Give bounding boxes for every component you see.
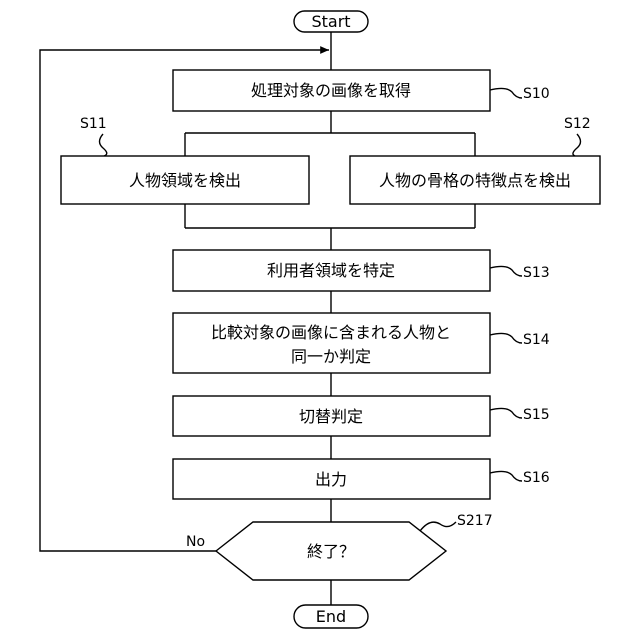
- step-s10-ref: S10: [523, 86, 550, 102]
- step-s16-label: 出力: [315, 470, 347, 489]
- step-s15-label: 切替判定: [299, 407, 363, 426]
- step-s13-label: 利用者領域を特定: [267, 261, 395, 280]
- step-s16-ref-leader: [490, 471, 522, 481]
- step-s10-ref-leader: [490, 88, 522, 98]
- decision-label: 終了？: [307, 542, 355, 561]
- step-s12-label: 人物の骨格の特徴点を検出: [379, 171, 571, 190]
- step-s11-ref-leader: [100, 134, 107, 156]
- step-s14-label-line2: 同一か判定: [291, 347, 371, 366]
- step-s12-ref-leader: [573, 134, 581, 156]
- step-s11-ref: S11: [80, 116, 107, 132]
- step-s15-ref-leader: [490, 408, 522, 418]
- step-s12-ref: S12: [564, 116, 591, 132]
- step-s15-ref: S15: [523, 407, 550, 423]
- decision-ref: S217: [457, 513, 493, 529]
- step-s14-ref-leader: [490, 333, 522, 343]
- step-s14-ref: S14: [523, 332, 550, 348]
- start-label: Start: [311, 12, 350, 31]
- decision-ref-leader: [420, 522, 456, 531]
- end-label: End: [316, 607, 346, 626]
- decision-no-label: No: [186, 534, 205, 550]
- step-s16-ref: S16: [523, 470, 550, 486]
- step-s10-label: 処理対象の画像を取得: [251, 81, 411, 100]
- step-s14-label-line1: 比較対象の画像に含まれる人物と: [211, 323, 451, 342]
- step-s13-ref-leader: [490, 266, 522, 276]
- step-s11-label: 人物領域を検出: [129, 171, 241, 190]
- step-s13-ref: S13: [523, 265, 550, 281]
